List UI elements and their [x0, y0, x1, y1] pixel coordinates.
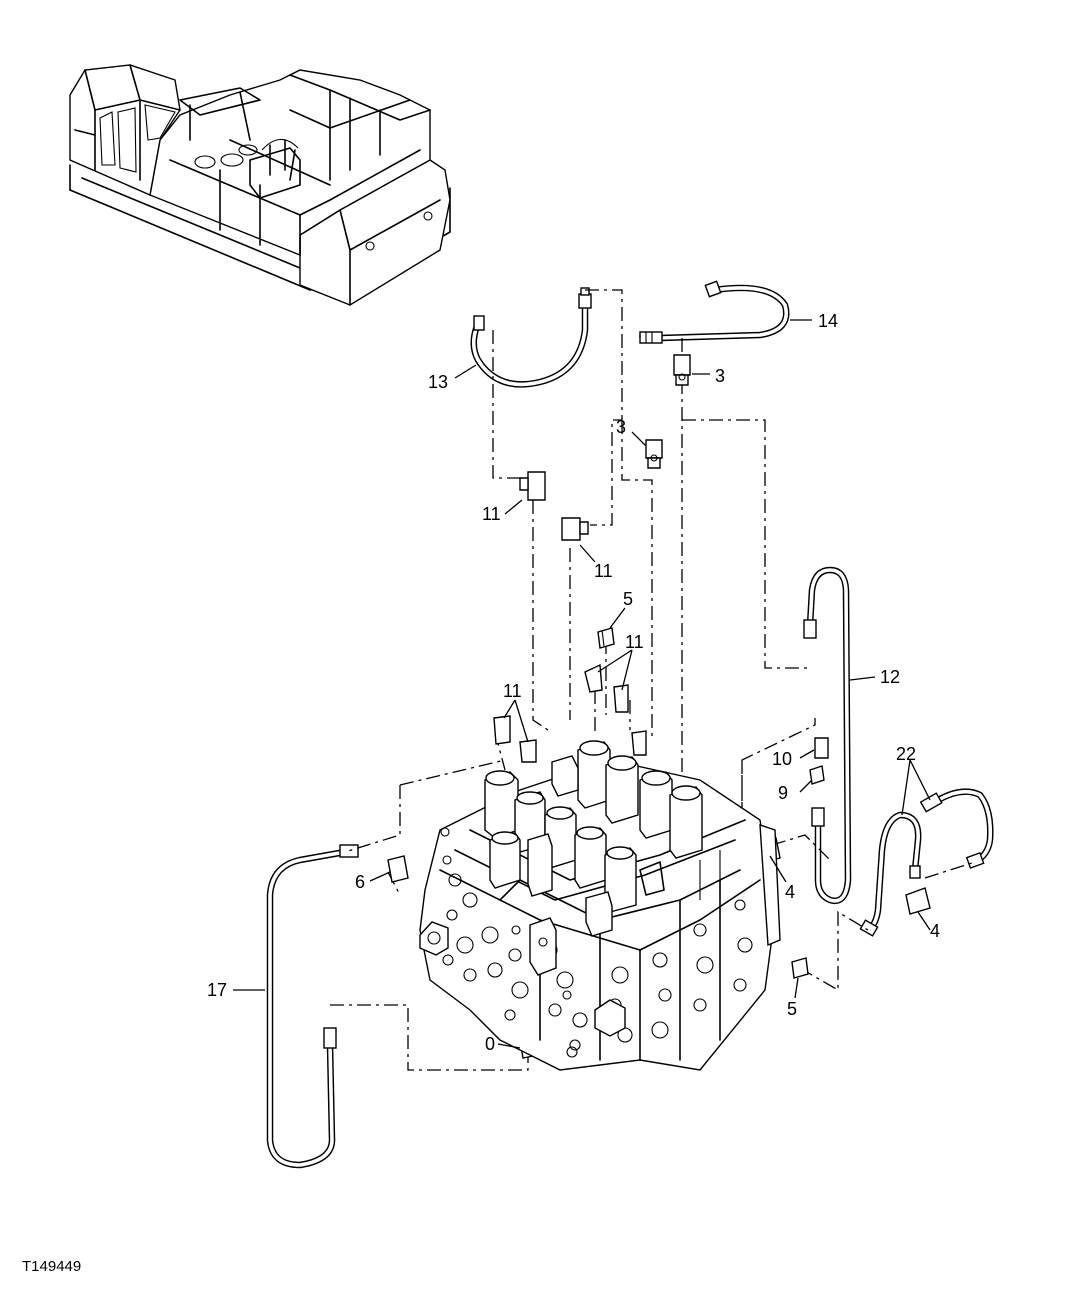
- valve-port-holes: [442, 873, 753, 1051]
- fitting-5-lower[interactable]: [791, 957, 809, 979]
- callout-11-b: 11: [594, 561, 613, 581]
- callout-5-lower: 5: [787, 999, 797, 1019]
- callout-11-c: 11: [625, 632, 644, 652]
- hose-17[interactable]: [266, 844, 359, 1169]
- callout-3-lower: 3: [616, 417, 626, 437]
- callout-10: 10: [772, 749, 792, 769]
- callout-11-a: 11: [482, 504, 501, 524]
- callout-9: 9: [778, 783, 788, 803]
- hose-12[interactable]: [803, 566, 852, 905]
- callout-labels: 14 13 3 3 11 11 5 11 11 12 10 9 22 6 4 4…: [207, 311, 940, 1054]
- hose-14[interactable]: [639, 280, 790, 344]
- fitting-11-group-left[interactable]: [493, 715, 537, 763]
- fitting-11-group-upper[interactable]: [584, 663, 647, 756]
- excavator-locator-illustration: [69, 64, 451, 306]
- callout-5-upper: 5: [623, 589, 633, 609]
- callout-11-d: 11: [503, 681, 522, 701]
- callout-13: 13: [428, 372, 448, 392]
- fitting-4-right[interactable]: [905, 887, 931, 915]
- fitting-3-lower[interactable]: [645, 439, 663, 469]
- figure-reference-id: T149449: [22, 1258, 81, 1275]
- fitting-3-upper[interactable]: [673, 354, 691, 386]
- callout-22: 22: [896, 744, 916, 764]
- fitting-6[interactable]: [387, 855, 409, 883]
- hose-13-fitting-left: [473, 315, 485, 331]
- fitting-11-elbow-b[interactable]: [561, 517, 589, 541]
- callout-6: 6: [355, 872, 365, 892]
- assembly-centerlines: [330, 289, 976, 1071]
- fitting-9[interactable]: [809, 765, 825, 785]
- callout-leaders: [233, 319, 931, 1049]
- control-valve-assembly: [419, 740, 781, 1071]
- callout-12: 12: [880, 667, 900, 687]
- callout-4-right: 4: [930, 921, 940, 941]
- callout-3-upper: 3: [715, 366, 725, 386]
- hose-13[interactable]: [470, 287, 592, 388]
- callout-0: 0: [485, 1034, 495, 1054]
- callout-17: 17: [207, 980, 227, 1000]
- callout-14: 14: [818, 311, 838, 331]
- fitting-5-upper[interactable]: [597, 627, 615, 649]
- callout-4-mid: 4: [785, 882, 795, 902]
- fitting-11-elbow-a[interactable]: [519, 471, 546, 501]
- fitting-10[interactable]: [814, 737, 829, 759]
